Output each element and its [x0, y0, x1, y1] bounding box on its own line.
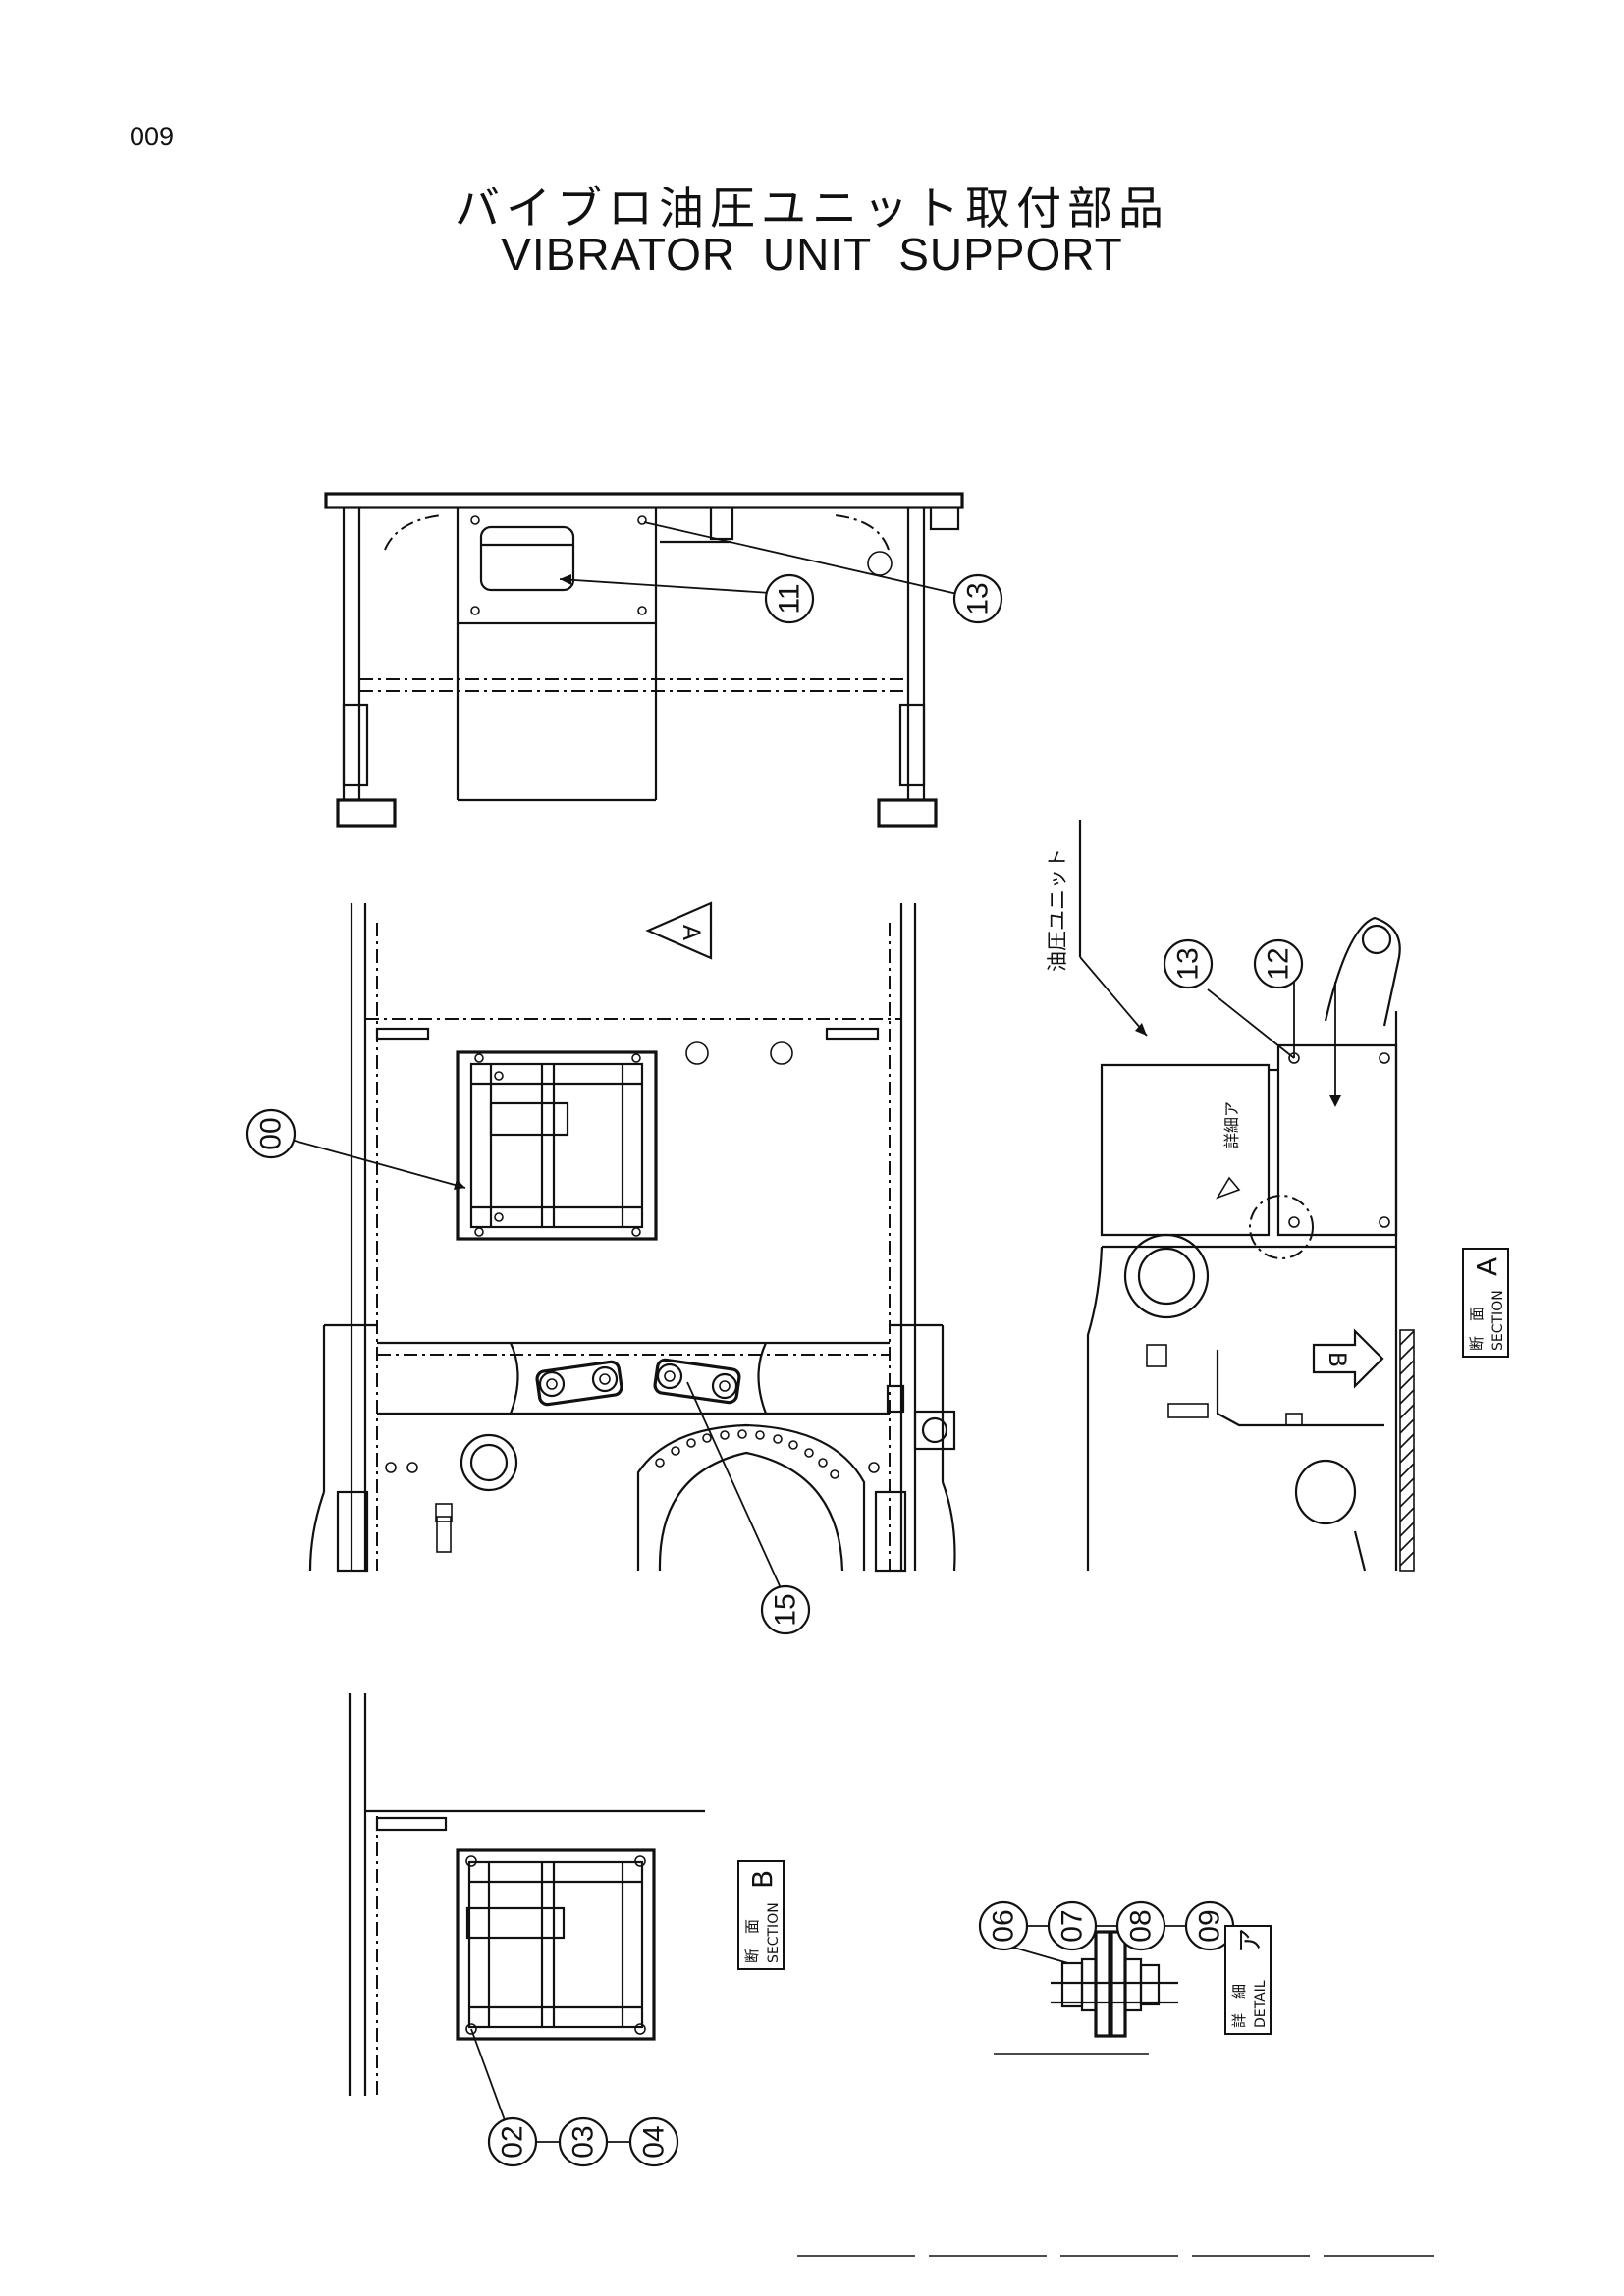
svg-text:B: B — [746, 1870, 779, 1889]
callout-06: 06 — [978, 1900, 1029, 1951]
bolt-circle — [655, 1429, 839, 1479]
callout-15: 15 — [760, 1584, 811, 1635]
hydraulic-unit-label: 油圧ユニット — [1046, 848, 1069, 972]
section-b-view — [348, 1693, 705, 2121]
title-japanese: バイブロ油圧ユニット取付部品 — [455, 182, 1169, 235]
page-number: 009 — [130, 122, 175, 151]
title-english: VIBRATOR UNIT SUPPORT — [501, 229, 1123, 280]
top-view — [324, 492, 964, 828]
callout-07: 07 — [1047, 1900, 1098, 1951]
svg-text:断 面: 断 面 — [743, 1919, 761, 1963]
svg-text:07: 07 — [1056, 1909, 1089, 1942]
callout-13-top: 13 — [952, 573, 1003, 624]
svg-text:11: 11 — [774, 583, 806, 614]
clamp-assembly — [535, 1358, 741, 1407]
callout-13-side: 13 — [1163, 938, 1214, 989]
callout-03: 03 — [558, 2116, 609, 2167]
callout-08: 08 — [1115, 1900, 1166, 1951]
detail-view — [993, 1930, 1178, 2055]
hatched-wall — [1399, 1329, 1415, 1572]
svg-text:02: 02 — [497, 2125, 529, 2158]
svg-text:A: A — [1471, 1257, 1503, 1276]
svg-text:ア: ア — [1236, 1928, 1266, 1953]
callout-00: 00 — [245, 1108, 297, 1159]
detail-tag: 詳 細 DETAIL ア — [1224, 1925, 1272, 2035]
svg-text:00: 00 — [255, 1117, 288, 1149]
svg-text:12: 12 — [1263, 947, 1295, 980]
svg-text:15: 15 — [770, 1593, 802, 1626]
view-arrow-a: A — [645, 901, 713, 960]
svg-text:13: 13 — [962, 582, 995, 614]
svg-text:06: 06 — [988, 1909, 1020, 1942]
section-b-tag: 断 面 SECTION B — [737, 1860, 785, 1970]
callout-09: 09 — [1184, 1900, 1235, 1951]
svg-text:SECTION: SECTION — [1490, 1290, 1506, 1351]
svg-text:A: A — [677, 925, 705, 941]
svg-text:SECTION: SECTION — [766, 1902, 782, 1963]
svg-text:詳 細: 詳 細 — [1230, 1984, 1248, 2028]
callout-04: 04 — [628, 2116, 679, 2167]
svg-text:03: 03 — [568, 2125, 600, 2158]
callout-12: 12 — [1253, 938, 1304, 989]
plan-view: A — [308, 901, 956, 1573]
detail-reference: 詳細ア — [1222, 1101, 1241, 1148]
section-a-tag: 断 面 SECTION A — [1462, 1248, 1509, 1358]
svg-text:04: 04 — [638, 2125, 671, 2158]
svg-text:08: 08 — [1125, 1909, 1158, 1942]
callout-11: 11 — [764, 573, 815, 624]
svg-text:13: 13 — [1172, 947, 1205, 980]
svg-text:B: B — [1324, 1352, 1351, 1367]
svg-text:断 面: 断 面 — [1468, 1307, 1486, 1351]
svg-text:09: 09 — [1194, 1909, 1226, 1942]
callout-02: 02 — [487, 2116, 538, 2167]
leader-lines — [294, 521, 1295, 1591]
svg-text:DETAIL: DETAIL — [1253, 1980, 1269, 2028]
view-arrow-b: B — [1312, 1328, 1384, 1389]
side-view-section-a: 詳細ア B 油圧ユニット — [1046, 820, 1415, 1572]
